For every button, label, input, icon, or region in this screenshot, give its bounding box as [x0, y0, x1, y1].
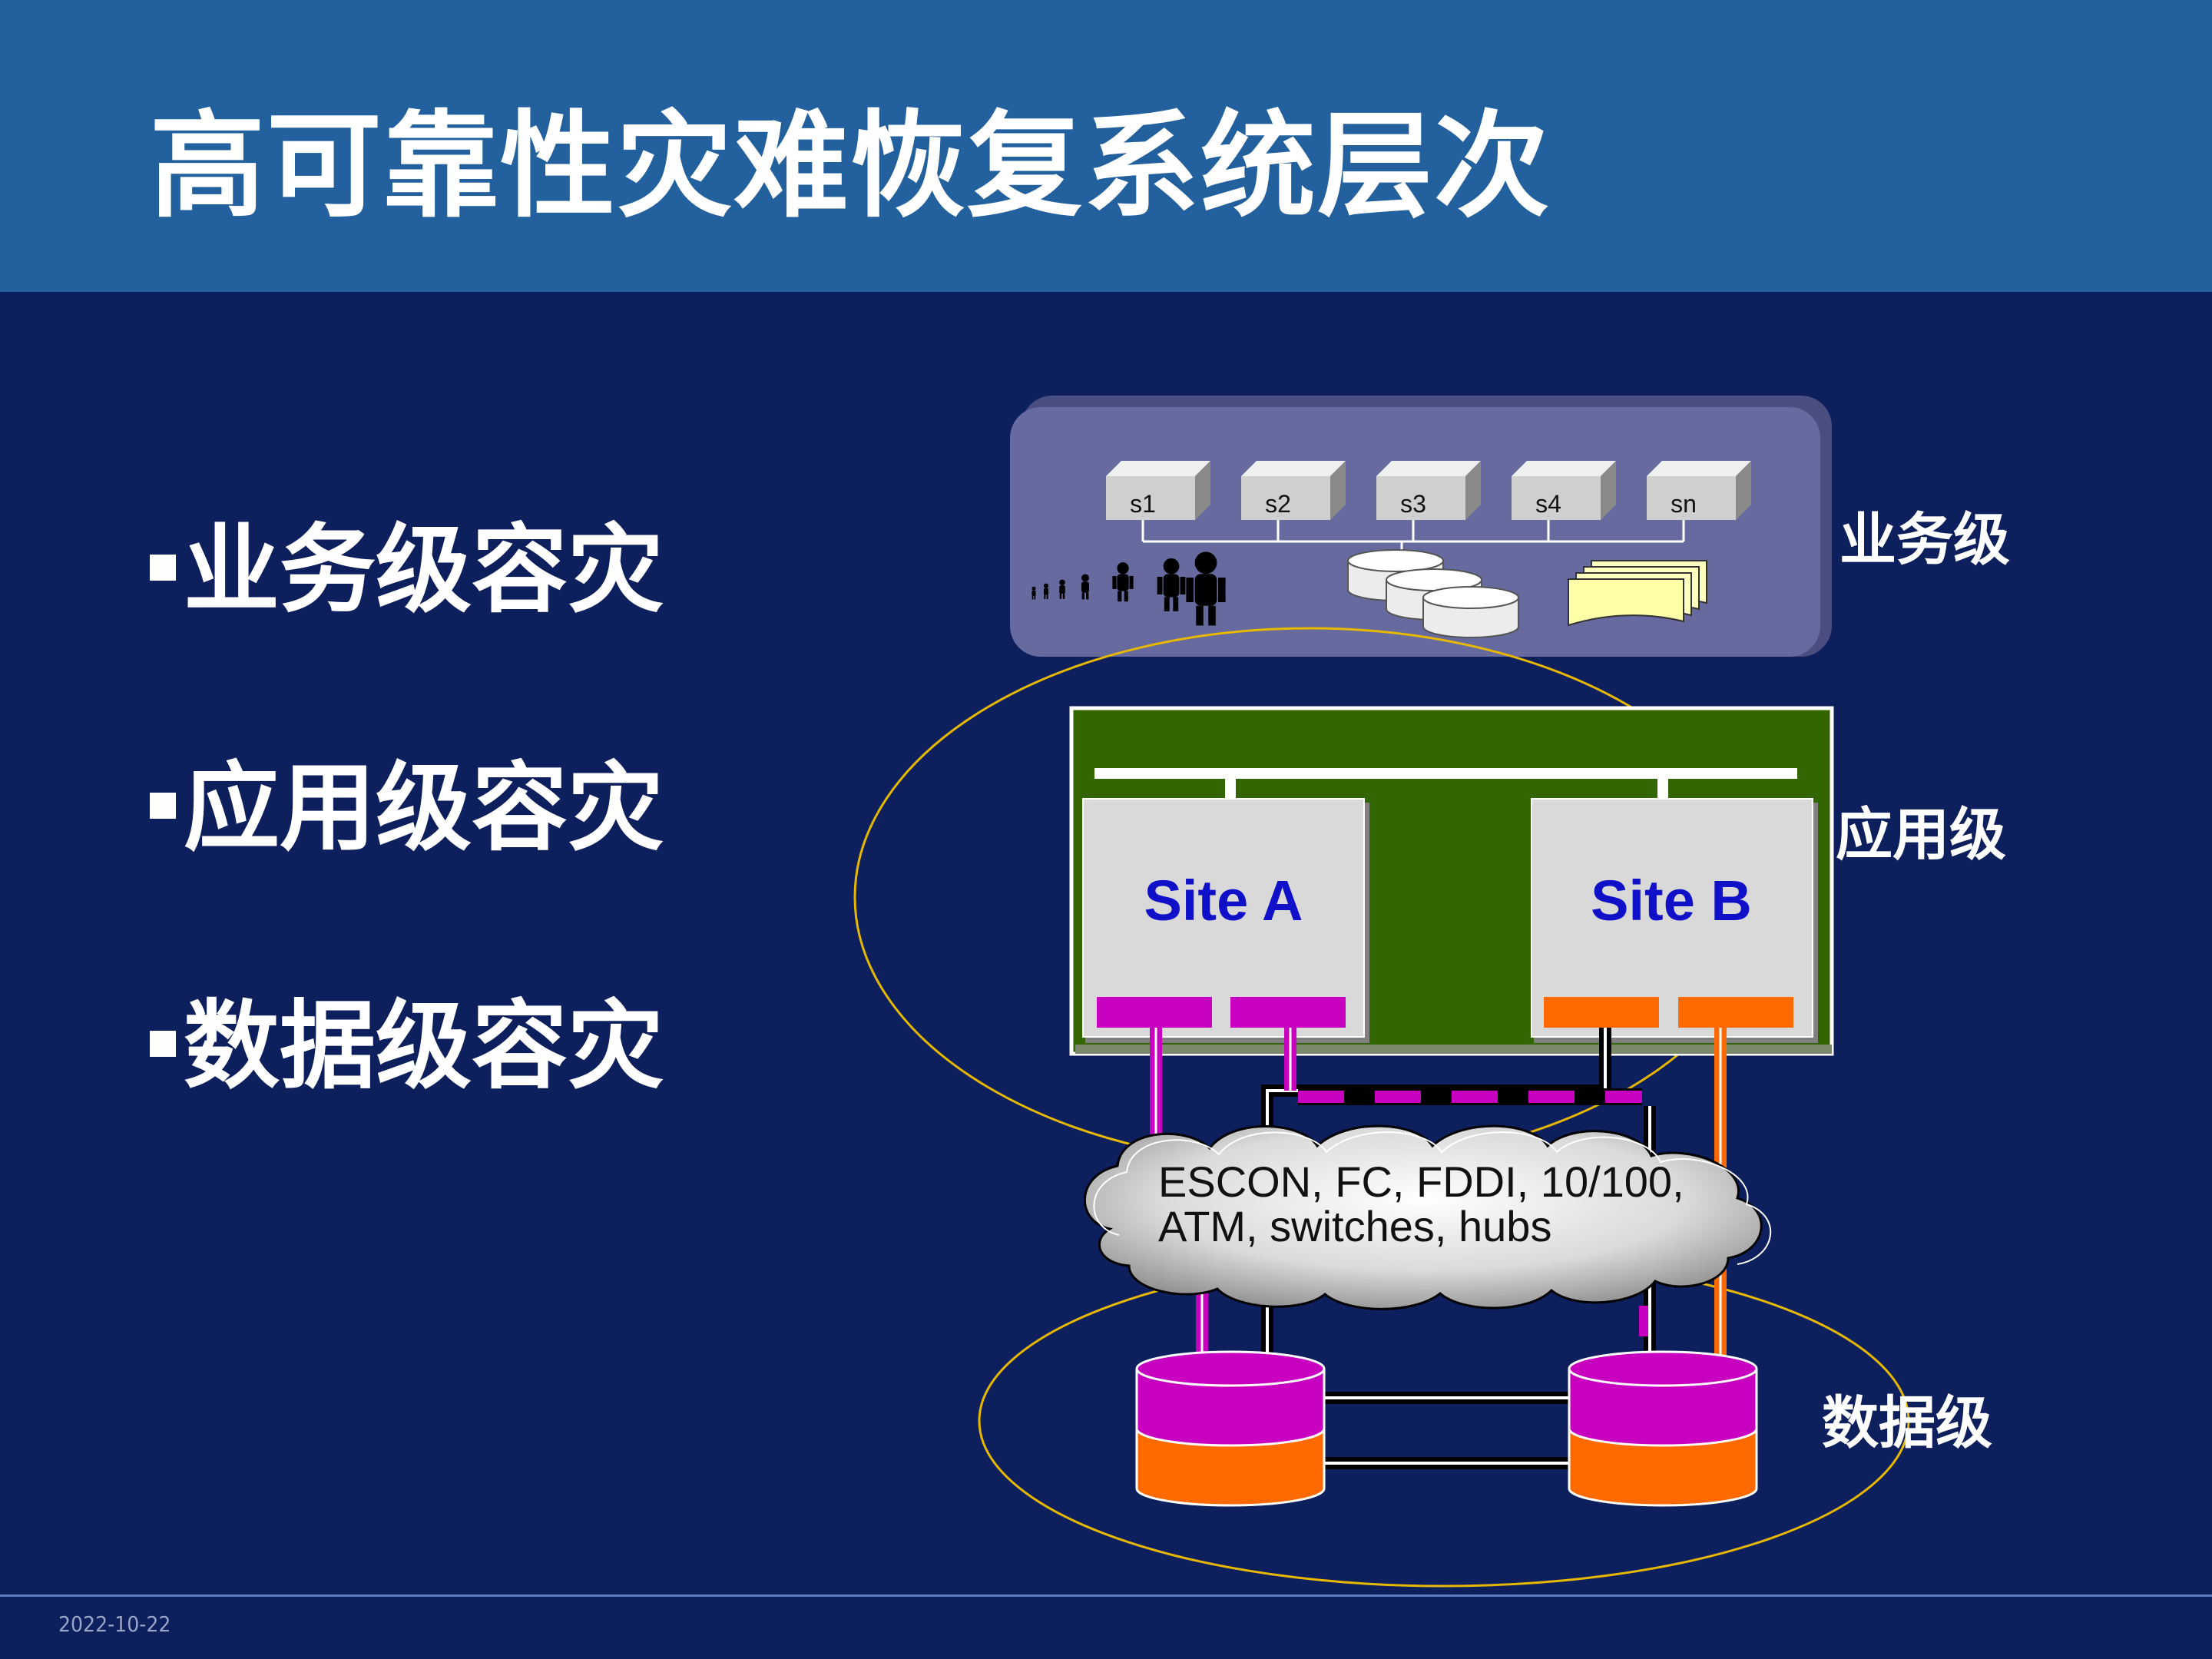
site-b-box: Site B	[1531, 798, 1818, 1043]
site-b-port-1	[1544, 997, 1659, 1028]
bullet-text: 数据级容灾	[184, 991, 664, 1102]
bullet-item-business: 业务级容灾	[150, 492, 664, 631]
server-s3: s3	[1376, 461, 1481, 520]
documents-icon	[1568, 560, 1707, 627]
server-label: s2	[1265, 490, 1291, 518]
square-bullet-icon	[150, 554, 176, 581]
site-b-port-2	[1678, 997, 1793, 1028]
footer-date: 2022-10-22	[58, 1611, 171, 1637]
storage-cylinder-b	[1568, 1350, 1758, 1507]
business-level-panel: s1 s2 s3 s4 sn	[1010, 396, 1832, 657]
database-disks-icon	[1347, 549, 1519, 638]
users-group-icon	[1031, 551, 1226, 626]
business-level-label: 业务级	[1839, 507, 2010, 573]
site-a-label: Site A	[1144, 869, 1303, 932]
server-label: s3	[1400, 490, 1426, 518]
site-a-box: Site A	[1082, 798, 1369, 1043]
square-bullet-icon	[150, 1030, 176, 1057]
site-b-label: Site B	[1591, 869, 1752, 932]
title-bar: 高可靠性灾难恢复系统层次	[0, 0, 2212, 292]
server-label: s4	[1535, 490, 1561, 518]
site-a-port-1	[1097, 997, 1212, 1028]
server-s1: s1	[1106, 461, 1210, 520]
server-s2: s2	[1241, 461, 1346, 520]
data-level-ellipse	[978, 1254, 1910, 1588]
network-cloud-icon: ESCON, FC, FDDI, 10/100, ATM, switches, …	[1083, 1124, 1772, 1310]
server-label: s1	[1130, 490, 1156, 518]
application-level-panel: Site A Site B	[1069, 706, 1834, 1056]
bullet-text: 业务级容灾	[184, 515, 664, 626]
footer-divider	[0, 1594, 2212, 1597]
square-bullet-icon	[150, 792, 176, 819]
server-s4: s4	[1512, 461, 1616, 520]
application-level-label: 应用级	[1836, 802, 2006, 868]
server-sn: sn	[1647, 461, 1751, 520]
server-label: sn	[1671, 490, 1697, 518]
slide-title: 高可靠性灾难恢复系统层次	[150, 100, 1551, 233]
data-level-label: 数据级	[1822, 1390, 1992, 1456]
bullet-item-data: 数据级容灾	[150, 968, 664, 1107]
bullet-item-application: 应用级容灾	[150, 730, 664, 869]
site-a-port-2	[1230, 997, 1346, 1028]
storage-cylinder-a	[1135, 1350, 1326, 1507]
network-text-line-1: ESCON, FC, FDDI, 10/100,	[1158, 1157, 1684, 1206]
network-text-line-2: ATM, switches, hubs	[1158, 1202, 1551, 1250]
bullet-text: 应用级容灾	[184, 753, 664, 864]
